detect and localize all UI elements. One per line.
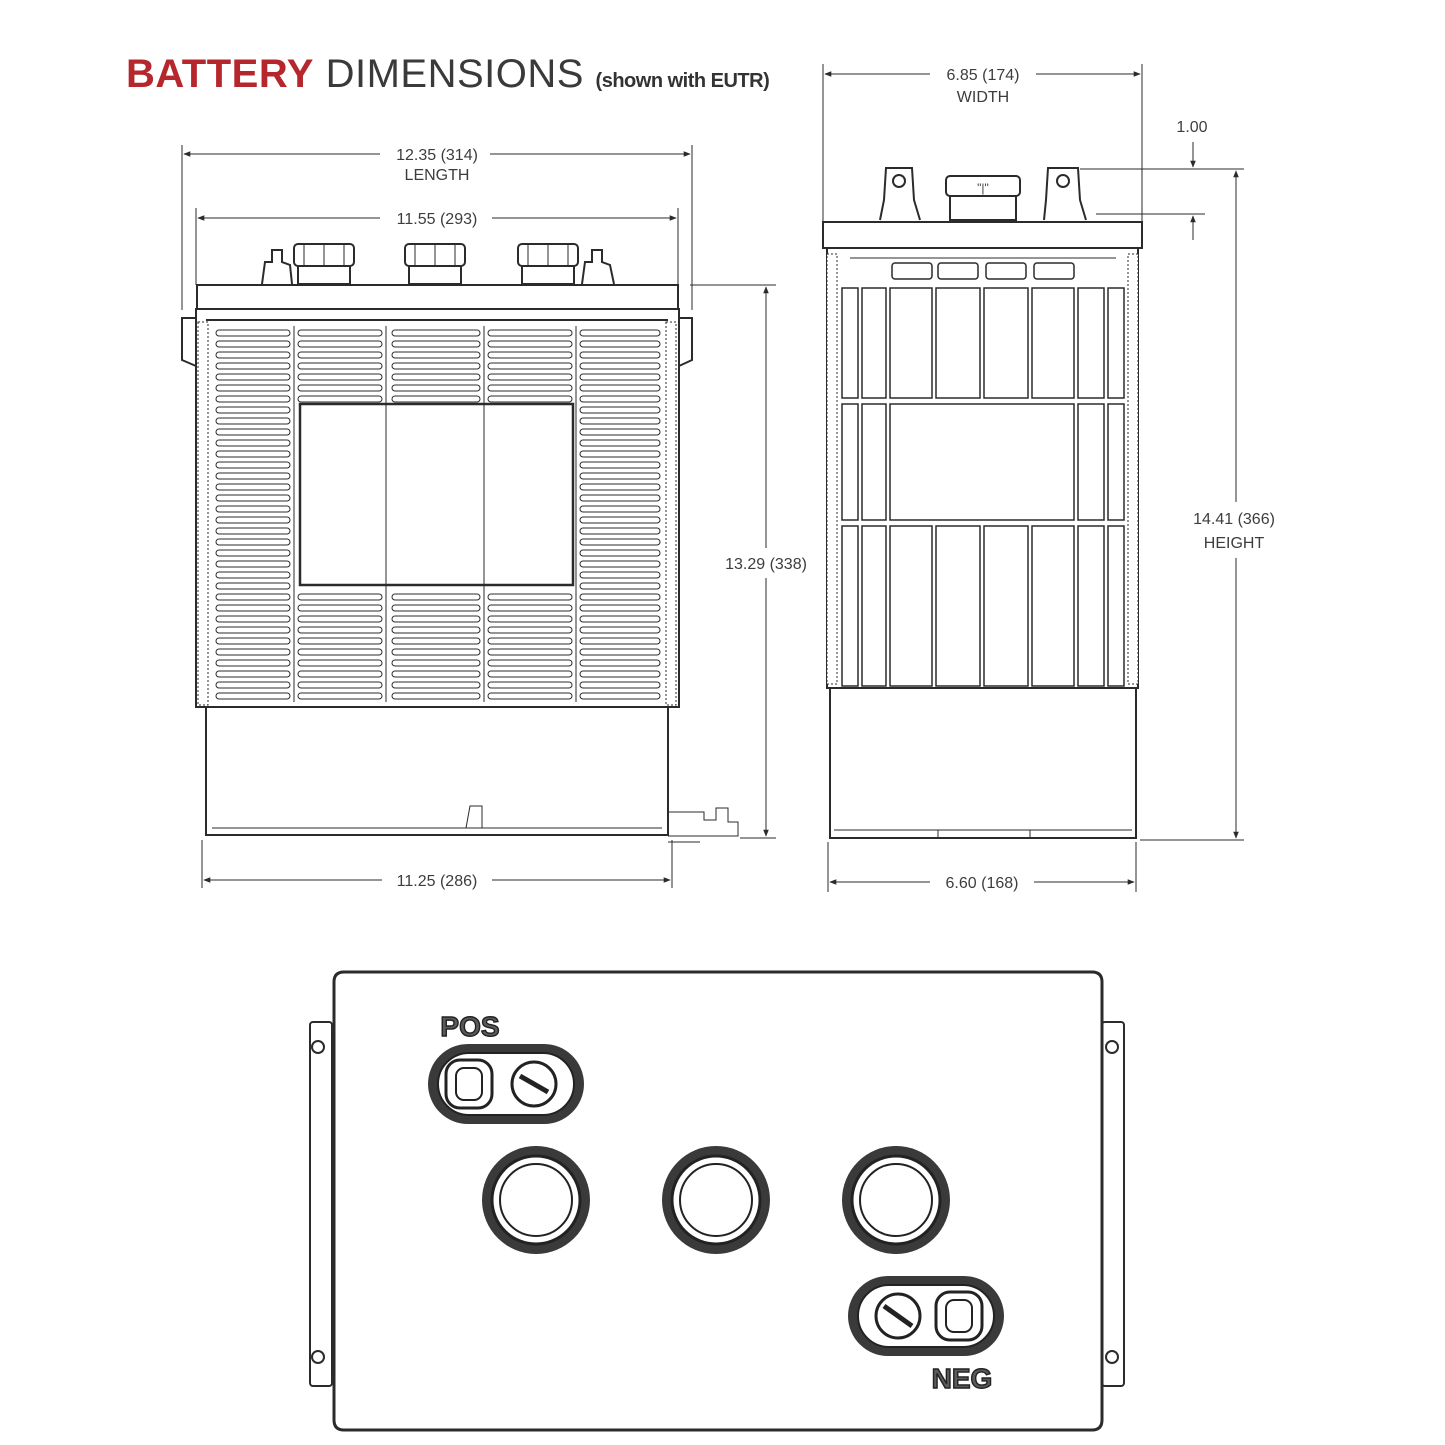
base-length-value: 11.25 (286) xyxy=(397,873,478,890)
diagram-title: BATTERY DIMENSIONS (shown with EUTR) xyxy=(126,52,770,97)
terminal-height-value: 1.00 xyxy=(1176,119,1207,136)
overall-length-label: LENGTH xyxy=(405,167,470,184)
vent-cap-2 xyxy=(662,1146,770,1254)
case-height-value: 13.29 (338) xyxy=(725,556,807,573)
positive-label: POS xyxy=(440,1011,499,1042)
width-label: WIDTH xyxy=(957,89,1009,106)
end-view: 6.85 (174) WIDTH "|" xyxy=(822,64,1275,892)
dim-base-length: 11.25 (286) xyxy=(201,840,673,890)
overall-length-value: 12.35 (314) xyxy=(396,147,478,164)
base-width-value: 6.60 (168) xyxy=(946,875,1019,892)
end-lid xyxy=(822,221,1143,249)
width-value: 6.85 (174) xyxy=(947,67,1020,84)
side-case-upper xyxy=(195,308,680,708)
top-view: POS xyxy=(309,970,1125,1432)
vent-cap-1 xyxy=(482,1146,590,1254)
title-note: (shown with EUTR) xyxy=(595,70,770,92)
side-lid xyxy=(196,284,679,310)
negative-label: NEG xyxy=(932,1363,993,1394)
title-accent: BATTERY xyxy=(126,52,314,96)
side-terminals xyxy=(261,243,615,285)
end-case-upper xyxy=(826,247,1139,689)
dim-base-width: 6.60 (168) xyxy=(827,842,1137,892)
label-window xyxy=(298,402,575,587)
top-lid-outline xyxy=(332,970,1104,1432)
dim-width: 6.85 (174) WIDTH xyxy=(822,64,1143,222)
side-ribs xyxy=(215,326,661,702)
positive-terminal: POS xyxy=(428,1010,584,1124)
end-terminals: "|" xyxy=(879,167,1087,221)
title-main: DIMENSIONS xyxy=(325,52,584,96)
vent-cap-3 xyxy=(842,1146,950,1254)
dim-terminal-height: 1.00 xyxy=(1080,119,1244,240)
negative-terminal: NEG xyxy=(848,1276,1004,1395)
overall-height-value: 14.41 (366) xyxy=(1193,511,1275,528)
overall-height-label: HEIGHT xyxy=(1204,535,1265,552)
dim-case-height: 13.29 (338) xyxy=(690,284,807,839)
dim-overall-height: 14.41 (366) HEIGHT xyxy=(1140,170,1275,841)
svg-text:"|": "|" xyxy=(977,181,989,195)
dim-overall-length: 12.35 (314) LENGTH xyxy=(181,145,693,310)
side-view: 12.35 (314) LENGTH 11.55 (293) xyxy=(181,145,807,890)
lid-length-value: 11.55 (293) xyxy=(397,211,478,228)
dim-lid-length: 11.55 (293) xyxy=(195,208,679,285)
end-rib-grid xyxy=(841,262,1125,687)
